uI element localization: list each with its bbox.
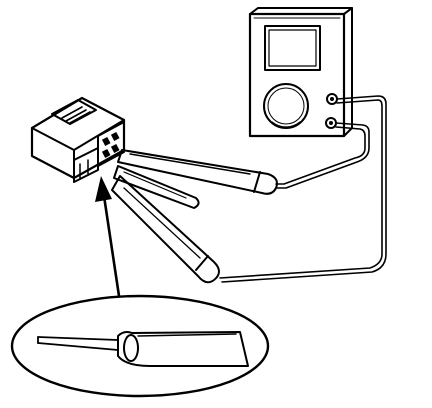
magnified-probe-body	[117, 331, 249, 367]
test-probe-upper	[117, 149, 278, 195]
multimeter-display	[264, 25, 321, 71]
pointer-arrow	[95, 176, 121, 298]
multimeter-body	[248, 7, 353, 138]
test-lead-upper	[219, 95, 387, 283]
test-lead-lower	[275, 122, 370, 189]
multimeter-selector-dial	[263, 83, 309, 129]
connector-terminal-cavities	[101, 131, 120, 158]
multimeter	[248, 7, 353, 138]
magnified-probe-detail	[10, 294, 270, 398]
connector-latch-ribs	[61, 106, 91, 124]
magnified-probe-pin	[37, 336, 119, 351]
multimeter-jack-upper	[326, 93, 338, 105]
electrical-connector	[30, 96, 126, 183]
multimeter-jack-lower	[325, 117, 337, 129]
test-probe-middle	[113, 165, 200, 209]
test-probe-lower	[111, 175, 220, 284]
